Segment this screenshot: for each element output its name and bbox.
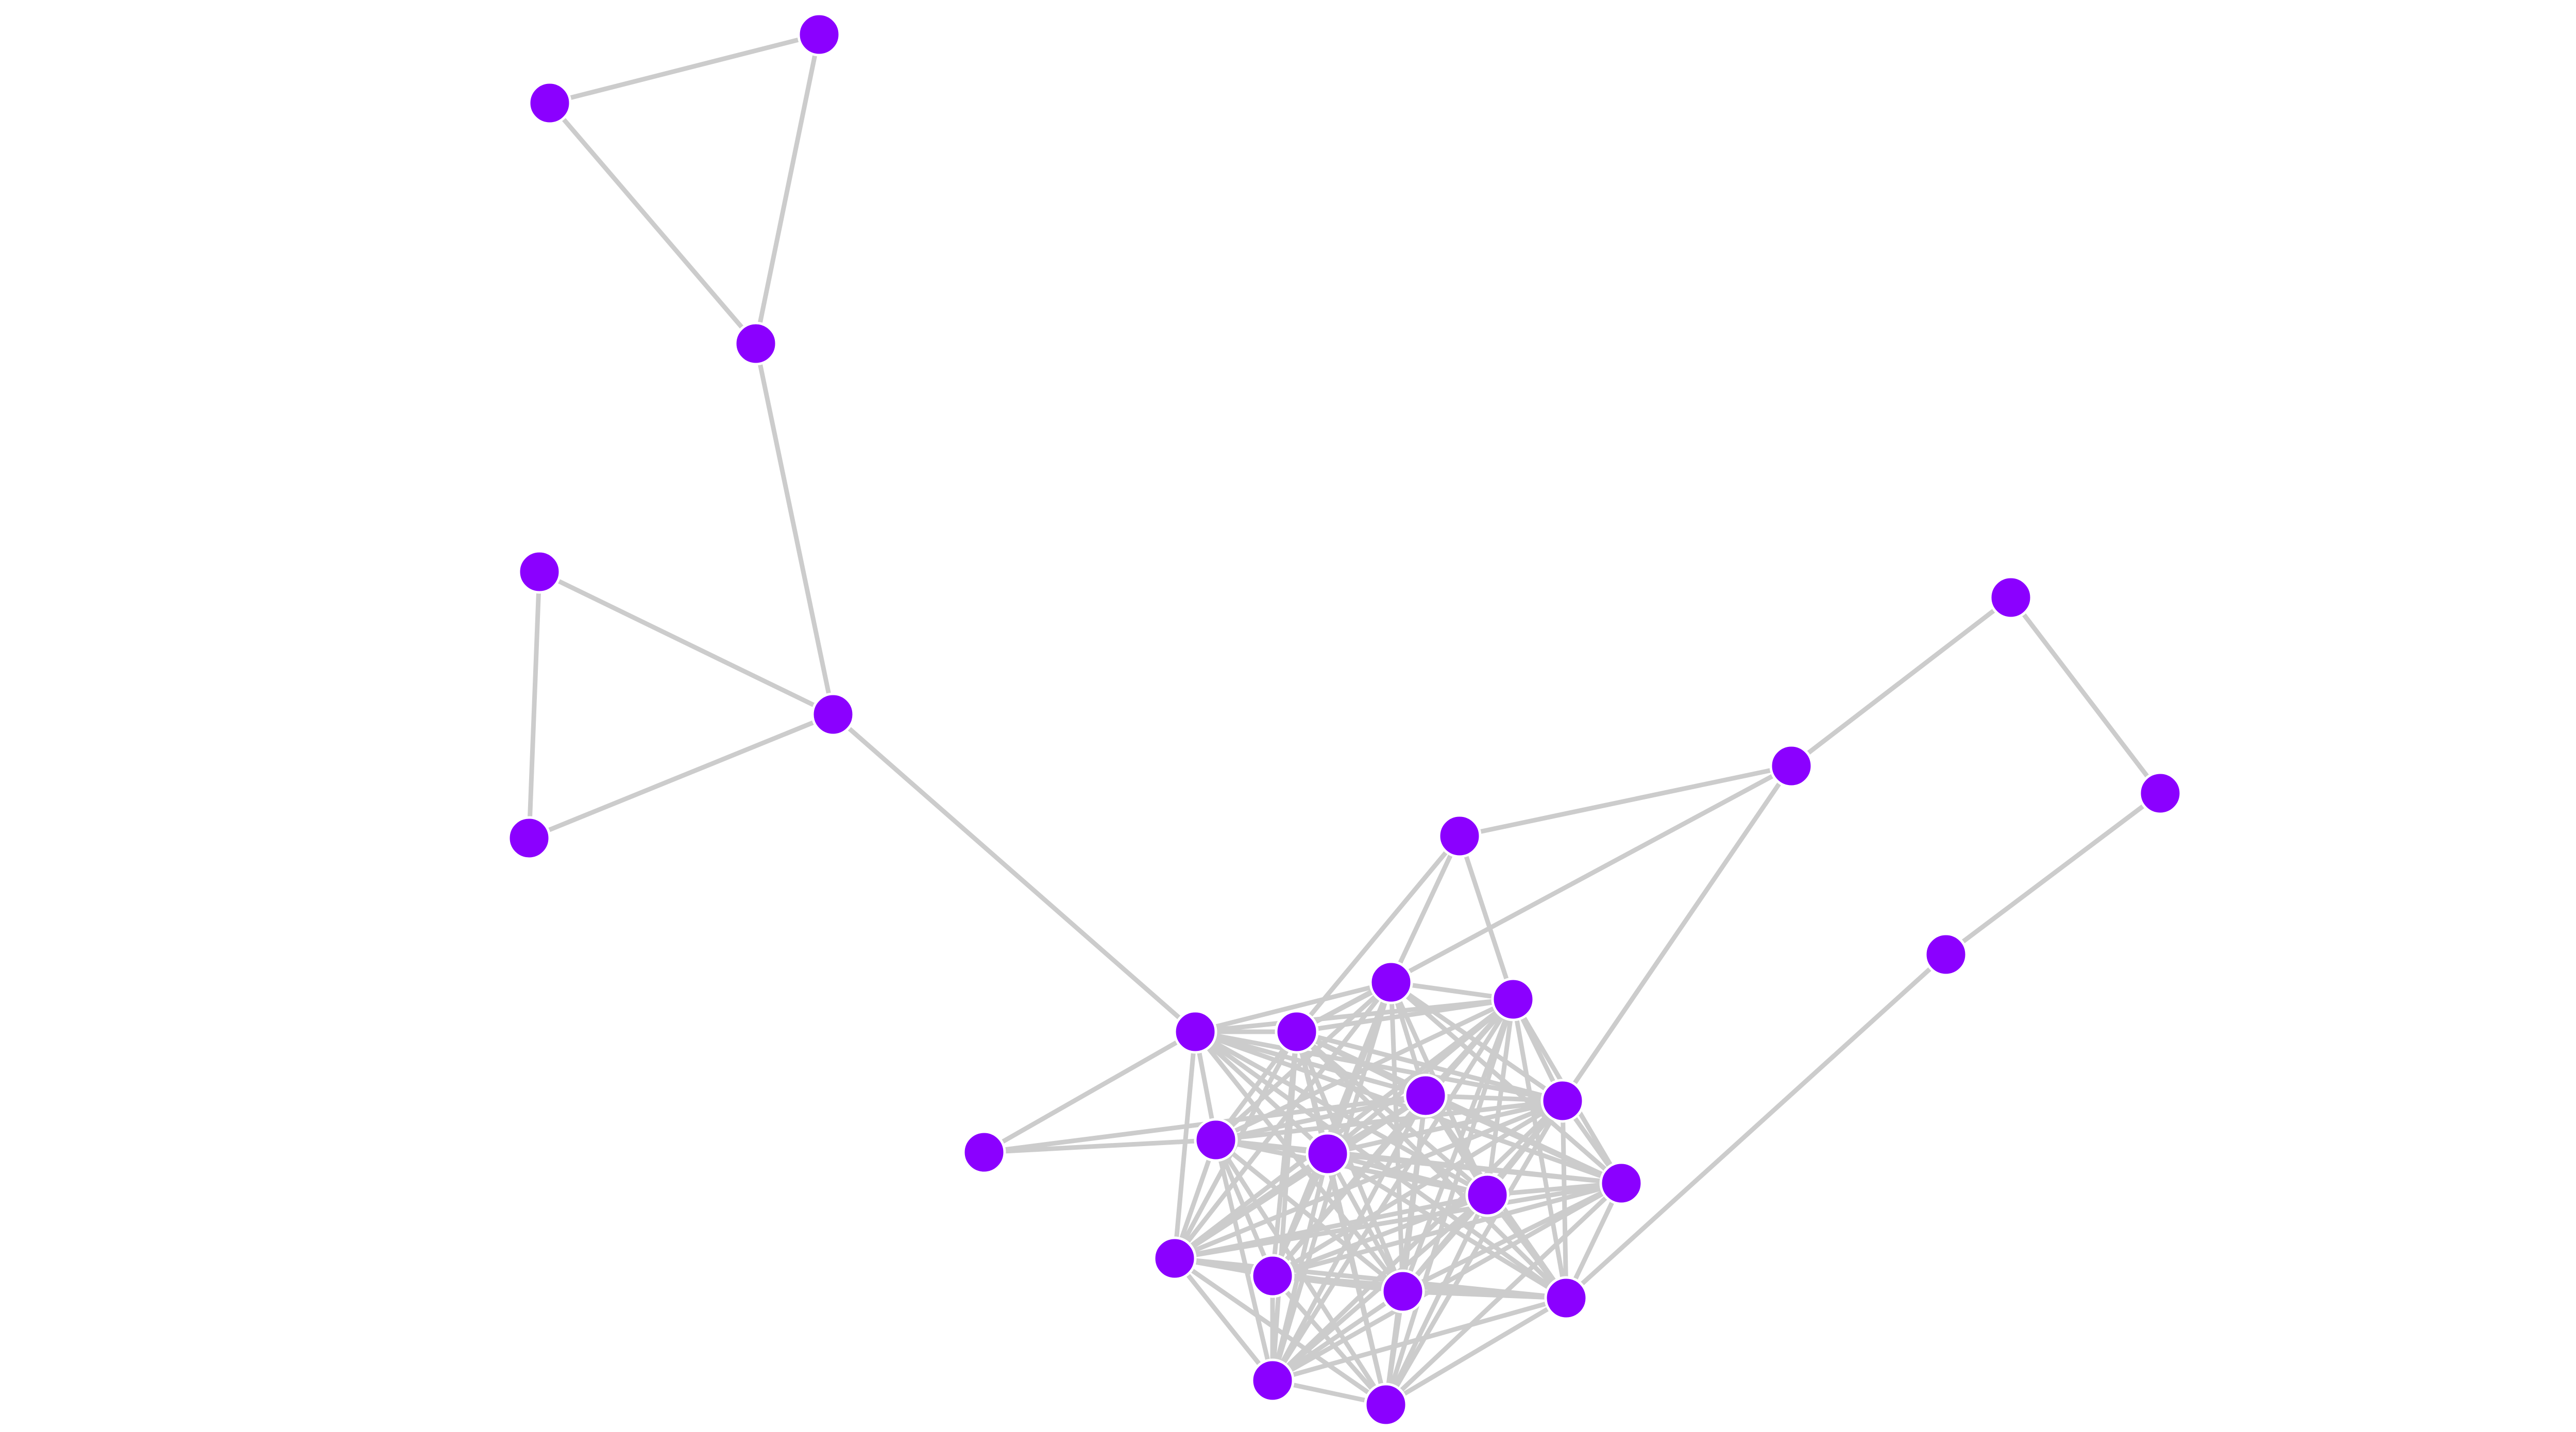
graph-edge bbox=[1383, 1192, 1490, 1407]
graph-edge bbox=[1172, 1029, 1198, 1261]
graph-edge bbox=[1193, 980, 1394, 1034]
graph-node[interactable] bbox=[734, 321, 778, 366]
graph-node[interactable] bbox=[1369, 960, 1413, 1004]
graph-edge bbox=[1325, 1151, 1388, 1407]
graph-edge bbox=[1213, 1093, 1428, 1143]
graph-edge bbox=[1325, 1151, 1405, 1294]
graph-edge bbox=[547, 100, 758, 346]
graph-edge bbox=[1383, 1295, 1569, 1407]
graph-node[interactable] bbox=[1437, 814, 1482, 858]
graph-edge bbox=[1213, 1137, 1405, 1294]
graph-node[interactable] bbox=[507, 816, 551, 860]
graph-node[interactable] bbox=[1989, 575, 2033, 620]
graph-node[interactable] bbox=[811, 692, 855, 737]
graph-edge bbox=[753, 32, 822, 346]
graph-edge bbox=[1270, 1093, 1428, 1278]
graph-edge bbox=[1294, 997, 1516, 1034]
graph-edge bbox=[1213, 1137, 1490, 1198]
graph-edge bbox=[1457, 833, 1516, 1002]
graph-node[interactable] bbox=[1491, 977, 1535, 1021]
graph-edge bbox=[753, 341, 836, 717]
graph-edge bbox=[981, 1137, 1218, 1155]
graph-node[interactable] bbox=[797, 12, 841, 57]
graph-edge bbox=[527, 569, 542, 841]
graph-node[interactable] bbox=[1540, 1079, 1585, 1123]
graph-node[interactable] bbox=[962, 1130, 1006, 1174]
nodes-layer bbox=[507, 12, 2182, 1427]
graph-edge bbox=[2008, 595, 2163, 796]
graph-node[interactable] bbox=[517, 550, 562, 594]
graph-edge bbox=[1270, 1295, 1569, 1383]
graph-edge bbox=[527, 712, 836, 841]
graph-node[interactable] bbox=[1194, 1118, 1238, 1162]
graph-edge bbox=[1383, 1098, 1565, 1407]
graph-edge bbox=[1213, 1029, 1299, 1143]
edges-layer bbox=[527, 32, 2163, 1407]
graph-edge bbox=[1172, 1256, 1388, 1407]
graph-edge bbox=[1270, 997, 1516, 1383]
graph-edge bbox=[1564, 952, 1948, 1301]
graph-node[interactable] bbox=[528, 81, 572, 125]
graph-node[interactable] bbox=[1250, 1358, 1295, 1403]
graph-node[interactable] bbox=[1924, 932, 1968, 977]
graph-edge bbox=[1423, 1093, 1565, 1103]
graph-edge bbox=[1213, 997, 1516, 1143]
graph-node[interactable] bbox=[1173, 1010, 1217, 1054]
graph-node[interactable] bbox=[1769, 744, 1814, 788]
graph-edge bbox=[1388, 833, 1462, 985]
graph-node[interactable] bbox=[1250, 1254, 1295, 1298]
graph-edge bbox=[1172, 1181, 1624, 1261]
graph-edge bbox=[1270, 1192, 1490, 1278]
graph-edge bbox=[1172, 1151, 1330, 1261]
graph-edge bbox=[1560, 763, 1794, 1103]
graph-edge bbox=[1270, 1181, 1624, 1383]
graph-edge bbox=[1423, 1093, 1624, 1186]
graph-edge bbox=[1270, 1289, 1405, 1383]
graph-node[interactable] bbox=[1544, 1276, 1588, 1320]
graph-edge bbox=[1457, 763, 1794, 839]
graph-edge bbox=[1193, 1029, 1569, 1301]
graph-edge bbox=[831, 712, 1198, 1034]
graph-edge bbox=[1172, 980, 1394, 1261]
graph-edge bbox=[1943, 791, 2163, 957]
graph-edge bbox=[1270, 1181, 1624, 1278]
graph-edge bbox=[1172, 1256, 1275, 1383]
graph-edge bbox=[1172, 997, 1516, 1261]
graph-edge bbox=[1270, 1151, 1330, 1278]
graph-edge bbox=[1400, 1289, 1569, 1301]
graph-edge bbox=[1213, 1137, 1275, 1383]
graph-edge bbox=[1213, 1137, 1624, 1186]
graph-edge bbox=[1270, 1029, 1299, 1383]
graph-edge bbox=[547, 32, 822, 106]
graph-node[interactable] bbox=[1599, 1161, 1643, 1205]
graph-node[interactable] bbox=[1153, 1236, 1197, 1281]
graph-node[interactable] bbox=[1275, 1010, 1319, 1054]
graph-edge bbox=[1388, 980, 1624, 1186]
graph-edge bbox=[1789, 595, 2013, 769]
graph-node[interactable] bbox=[1306, 1132, 1350, 1176]
graph-node[interactable] bbox=[1403, 1073, 1448, 1118]
graph-node[interactable] bbox=[1465, 1173, 1510, 1217]
graph-edge bbox=[981, 1029, 1198, 1155]
graph-edge bbox=[1213, 1137, 1275, 1278]
graph-node[interactable] bbox=[1364, 1383, 1408, 1427]
graph-node[interactable] bbox=[1381, 1269, 1425, 1314]
graph-node[interactable] bbox=[2138, 771, 2182, 815]
graph-edge bbox=[537, 569, 836, 717]
graph-edge bbox=[1270, 1098, 1565, 1278]
